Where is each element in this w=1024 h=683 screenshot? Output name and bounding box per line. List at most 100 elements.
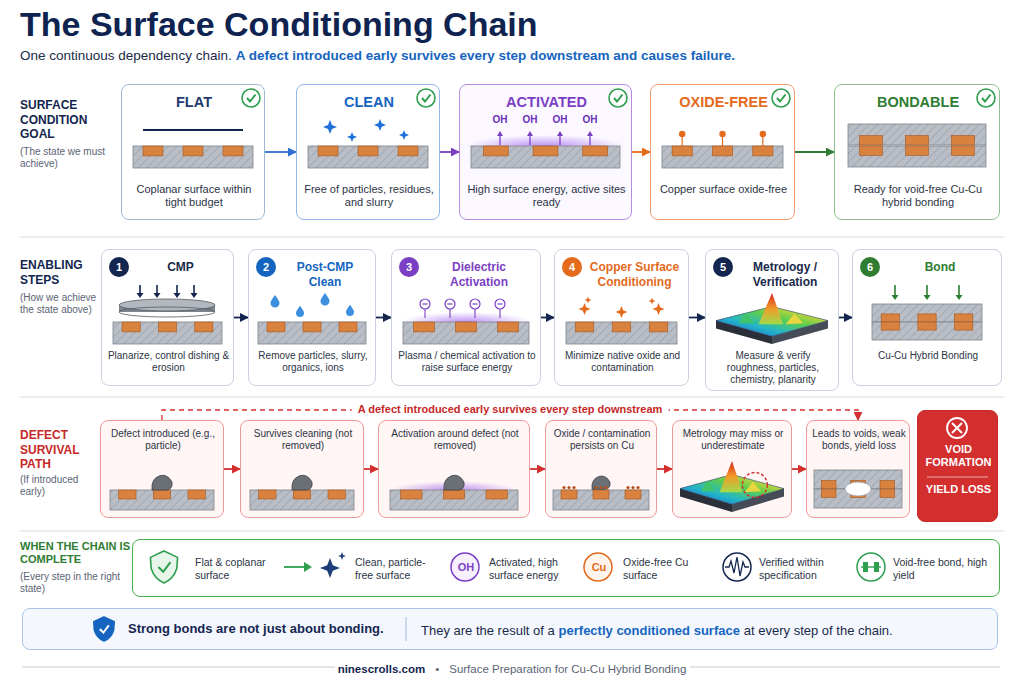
check-mark	[777, 95, 786, 102]
defect-stage-text: Metrology may miss or underestimate	[678, 428, 788, 452]
copper-pad	[955, 322, 973, 330]
shield-check	[158, 562, 170, 572]
failure-text-slot: YIELD LOSS	[922, 483, 995, 496]
row-label: SURFACE CONDITION GOAL	[20, 98, 112, 142]
flow-arrow	[657, 468, 672, 470]
plasma-stem	[474, 309, 475, 318]
force-arrow-head	[191, 293, 198, 298]
defect-stage-text: Survives cleaning (not removed)	[246, 428, 360, 452]
flow-arrow	[224, 468, 240, 470]
row-label-wrap: ENABLING STEPS	[20, 258, 98, 287]
oxide-free-stem	[762, 137, 763, 146]
goal-description-slot: Coplanar surface within tight budget	[128, 183, 260, 210]
copper-pad	[672, 146, 692, 156]
defect-stage-text: Activation around defect (not removed)	[384, 428, 526, 452]
defect-stage-text-slot: Metrology may miss or underestimate	[678, 428, 788, 452]
substrate	[566, 322, 677, 344]
footer-topic: Surface Preparation for Cu-Cu Hybrid Bon…	[449, 663, 686, 675]
goal-title-slot: BONDABLE	[839, 94, 997, 112]
step-number: 5	[713, 257, 733, 277]
oxide-spot	[631, 486, 634, 489]
force-arrow-head	[892, 295, 899, 300]
ion-sign	[498, 303, 503, 304]
particle	[592, 476, 610, 489]
goal-title: FLAT	[126, 94, 262, 112]
hydroxyl-label-wrap: OH	[546, 114, 574, 126]
check-mark	[247, 95, 256, 102]
bond-site-arrow	[499, 135, 500, 145]
outcome-text: Clean, particle-free surface	[355, 556, 443, 582]
failure-divider	[927, 477, 988, 478]
step-title: Post-CMP Clean	[279, 260, 371, 289]
check-mark	[982, 95, 991, 102]
flow-arrow	[440, 151, 459, 153]
key-statement-slot: Strong bonds are not just about bonding.	[128, 621, 420, 637]
copper-pad	[122, 322, 140, 332]
copper-icon	[584, 553, 612, 581]
footer-line: ninescrolls.com•Surface Preparation for …	[0, 659, 1024, 677]
row-divider	[20, 531, 1004, 532]
copper-pad	[486, 490, 507, 499]
step-number-slot: 2	[256, 257, 276, 277]
illustrations	[94, 89, 995, 641]
particle	[292, 475, 312, 490]
step-title-slot: CMP	[132, 260, 229, 275]
goal-title: OXIDE-FREE	[655, 94, 792, 112]
polishing-pad-base	[119, 307, 215, 317]
copper-pad	[880, 480, 895, 489]
ion-sign	[423, 303, 428, 304]
flow-arrow	[632, 151, 650, 153]
copper-pad	[918, 322, 936, 330]
copper-pad	[398, 146, 418, 156]
copper-pad	[119, 490, 136, 499]
substrate	[471, 146, 620, 168]
bond-site-arrow-head	[527, 131, 533, 136]
diagram-title: The Surface Conditioning Chain	[20, 5, 538, 44]
copper-pad	[188, 490, 205, 499]
copper-pad	[561, 490, 577, 499]
flow-arrow	[541, 317, 554, 319]
flow-arrow	[792, 468, 806, 470]
sparkle	[338, 552, 346, 560]
subtitle-emphasis: A defect introduced early survives every…	[236, 48, 735, 63]
substrate	[133, 146, 253, 168]
bond-site-arrow	[559, 135, 560, 145]
copper-pad	[318, 146, 338, 156]
step-description: Cu-Cu Hybrid Bonding	[858, 350, 998, 362]
sparkle	[579, 303, 591, 315]
check-badge	[242, 89, 260, 107]
copper-pad	[339, 322, 357, 332]
force-arrow-head	[924, 295, 931, 300]
edge-label-patch: A defect introduced early survives every…	[352, 403, 669, 416]
copper-pad	[918, 314, 936, 322]
defect-stage-text-slot: Activation around defect (not removed)	[384, 428, 526, 452]
copper-pad	[860, 146, 883, 155]
step-description-slot: Plasma / chemical activation to raise su…	[397, 350, 537, 374]
row-label: ENABLING STEPS	[20, 258, 98, 287]
footer-site: ninescrolls.com	[338, 663, 426, 675]
bond-site-arrow-head	[557, 131, 563, 136]
copper-pad	[612, 322, 631, 332]
substrate	[848, 124, 986, 145]
sparkle	[649, 298, 656, 305]
outcome-text-slot: Activated, high surface energy	[489, 556, 581, 582]
substrate	[872, 322, 982, 340]
oxide-spot	[599, 486, 602, 489]
copper-pad	[328, 490, 345, 499]
copper-pad	[483, 146, 508, 156]
copper-pad	[881, 322, 899, 330]
sparkle	[320, 558, 340, 578]
icon-letters-slot: Cu	[584, 561, 614, 574]
sparkle	[399, 130, 409, 140]
sparkle	[347, 132, 357, 142]
oxide-spot	[636, 486, 639, 489]
step-title-slot: Post-CMP Clean	[279, 260, 371, 289]
defect-stage-text-slot: Leads to voids, weak bonds, yield loss	[812, 428, 906, 452]
goal-title-slot: OXIDE-FREE	[655, 94, 792, 112]
copper-pad	[303, 322, 321, 332]
goal-description-slot: High surface energy, active sites ready	[466, 183, 627, 210]
plasma-stem	[499, 309, 500, 318]
activation-icon	[451, 553, 479, 581]
defect-stage-text-slot: Survives cleaning (not removed)	[246, 428, 360, 452]
copper-pad	[649, 322, 668, 332]
